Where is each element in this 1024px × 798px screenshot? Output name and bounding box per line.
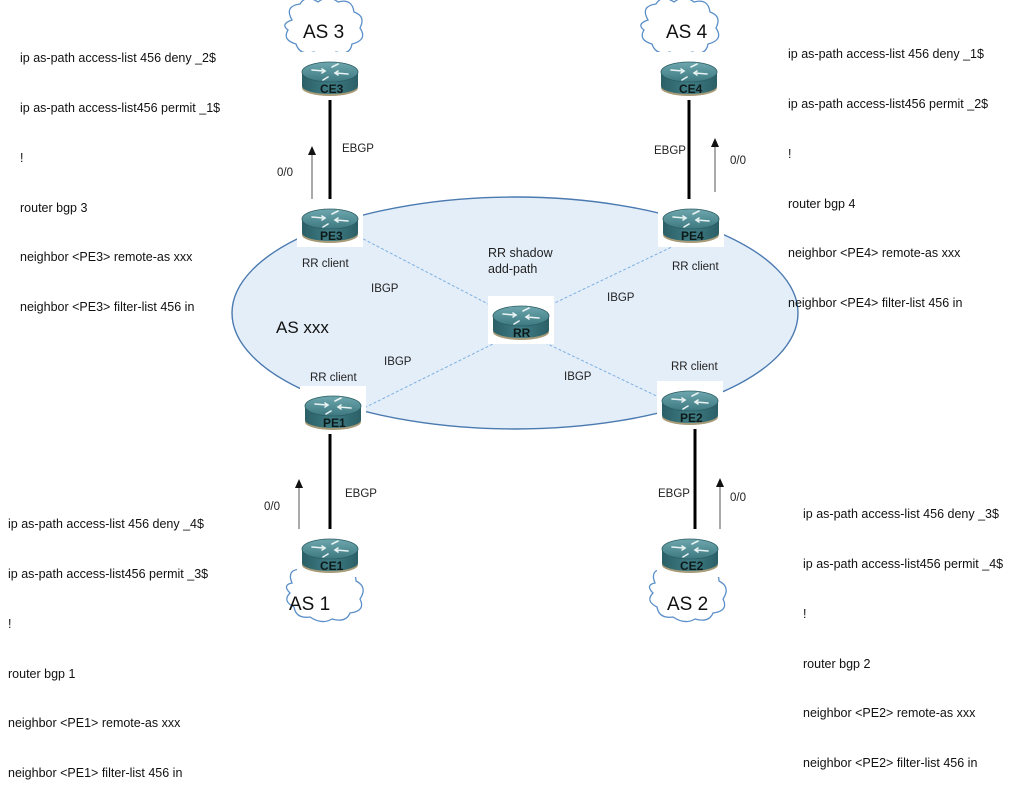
default-route-label-ce2: 0/0 [730, 492, 746, 504]
router-ce4[interactable]: CE4 [655, 51, 723, 101]
ibgp-label-pe1: IBGP [384, 356, 412, 368]
rr-client-label-pe3: RR client [302, 258, 349, 270]
config-line: neighbor <PE3> filter-list 456 in [20, 300, 195, 315]
ebgp-label-ce3: EBGP [342, 143, 374, 155]
router-pe3[interactable]: PE3 [296, 198, 364, 248]
ibgp-label-pe3: IBGP [371, 283, 399, 295]
rr-annotation-line2: add-path [488, 262, 537, 276]
router-pe1-label: PE1 [323, 416, 346, 430]
config-block-ce3: ip as-path access-list 456 deny _2$ ip a… [20, 17, 220, 332]
config-line: neighbor <PE1> filter-list 456 in [8, 766, 183, 781]
config-block-ce1: ip as-path access-list 456 deny _4$ ip a… [8, 483, 208, 798]
router-pe4-label: PE4 [681, 229, 704, 243]
router-ce3-label: CE3 [320, 82, 344, 96]
router-ce2[interactable]: CE2 [656, 528, 724, 578]
config-line: ip as-path access-list 456 deny _2$ [20, 51, 216, 66]
ibgp-link-pe3-rr [349, 231, 491, 306]
config-block-ce4: ip as-path access-list 456 deny _1$ ip a… [788, 13, 988, 328]
default-route-label-ce1: 0/0 [264, 501, 280, 513]
router-pe2[interactable]: PE2 [656, 380, 724, 430]
router-rr-label: RR [513, 326, 531, 340]
ibgp-label-pe4: IBGP [607, 292, 635, 304]
router-ce3[interactable]: CE3 [296, 51, 364, 101]
config-line: ip as-path access-list 456 deny _3$ [803, 507, 999, 522]
as2-label: AS 2 [667, 594, 708, 615]
config-line: ! [788, 146, 792, 161]
config-block-ce2: ip as-path access-list 456 deny _3$ ip a… [803, 473, 1003, 788]
config-line: ip as-path access-list456 permit _3$ [8, 566, 209, 581]
config-line: neighbor <PE3> remote-as xxx [20, 250, 193, 265]
config-line: ! [20, 150, 24, 165]
router-pe2-label: PE2 [680, 411, 703, 425]
ebgp-label-ce1: EBGP [345, 488, 377, 500]
default-route-arrow-ce4 [711, 138, 719, 192]
config-line: ip as-path access-list456 permit _4$ [803, 556, 1004, 571]
default-route-arrow-ce3 [308, 146, 316, 203]
router-ce1[interactable]: CE1 [296, 528, 364, 578]
router-pe4[interactable]: PE4 [657, 198, 725, 248]
config-line: ip as-path access-list 456 deny _1$ [788, 47, 984, 62]
ibgp-label-pe2: IBGP [564, 371, 592, 383]
default-route-label-ce4: 0/0 [730, 155, 746, 167]
config-line: neighbor <PE2> filter-list 456 in [803, 756, 978, 771]
config-line: ip as-path access-list456 permit _1$ [20, 100, 221, 115]
config-line: ! [8, 616, 12, 631]
ibgp-link-pe1-rr [359, 337, 506, 411]
cloud-as4 [640, 0, 720, 57]
cloud-as3 [284, 0, 364, 57]
config-line: neighbor <PE2> remote-as xxx [803, 706, 976, 721]
rr-client-label-pe1: RR client [310, 372, 357, 384]
config-line: neighbor <PE4> filter-list 456 in [788, 296, 963, 311]
config-line: router bgp 4 [788, 196, 856, 211]
default-route-arrow-ce2 [716, 478, 724, 533]
config-line: ! [803, 606, 807, 621]
config-line: ip as-path access-list456 permit _2$ [788, 96, 989, 111]
ibgp-link-pe2-rr [534, 337, 666, 401]
as1-label: AS 1 [289, 594, 330, 615]
rr-annotation-line1: RR shadow [488, 246, 554, 260]
router-ce2-label: CE2 [680, 559, 704, 573]
ebgp-label-ce4: EBGP [654, 145, 686, 157]
router-rr[interactable]: RR [487, 295, 555, 345]
default-route-label-ce3: 0/0 [277, 167, 293, 179]
as-core-label: AS xxx [276, 318, 329, 337]
ebgp-label-ce2: EBGP [658, 488, 690, 500]
router-ce4-label: CE4 [679, 82, 703, 96]
config-line: router bgp 1 [8, 666, 76, 681]
router-ce1-label: CE1 [320, 559, 344, 573]
config-line: neighbor <PE1> remote-as xxx [8, 716, 181, 731]
network-diagram: AS 3 AS 4 AS 1 AS 2 CE3 CE4 PE3 PE4 RR P… [231, 0, 799, 623]
default-route-arrow-ce1 [295, 479, 303, 535]
router-pe3-label: PE3 [320, 229, 343, 243]
rr-client-label-pe2: RR client [671, 361, 718, 373]
config-line: router bgp 3 [20, 200, 88, 215]
ibgp-link-pe4-rr [539, 242, 681, 311]
config-line: neighbor <PE4> remote-as xxx [788, 246, 961, 261]
router-pe1[interactable]: PE1 [299, 385, 367, 435]
as3-label: AS 3 [303, 22, 344, 43]
as4-label: AS 4 [666, 22, 708, 43]
config-line: ip as-path access-list 456 deny _4$ [8, 517, 204, 532]
config-line: router bgp 2 [803, 656, 871, 671]
rr-client-label-pe4: RR client [672, 261, 719, 273]
